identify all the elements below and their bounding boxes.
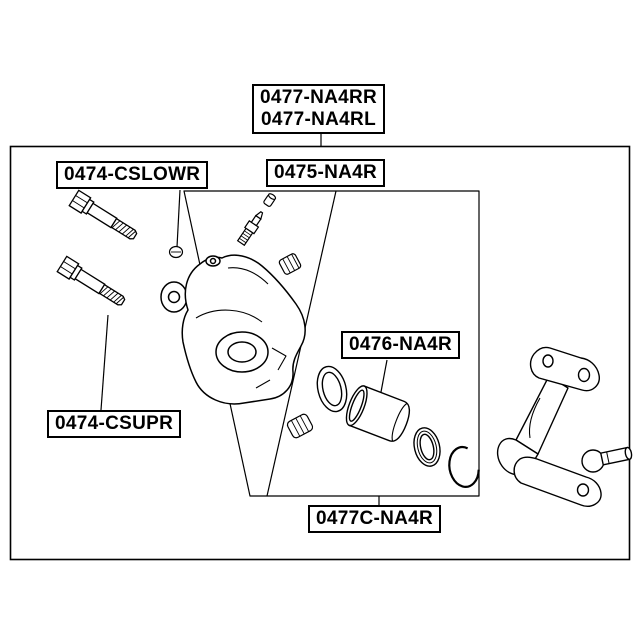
caliper-bracket-drawing [497, 346, 633, 507]
label-piston: 0476-NA4R [341, 331, 461, 359]
label-bracket-kit: 0477C-NA4R [308, 505, 442, 533]
piston-drawing [345, 385, 411, 442]
assembly-border [9, 145, 631, 561]
pin-boot-upper-drawing [278, 253, 302, 275]
slide-pin-lower-drawing [68, 189, 138, 240]
bracket-slide-pin-drawing [600, 446, 633, 466]
label-caliper-assembly-line2: 0477-NA4RL [261, 108, 376, 130]
label-slide-pin-upper: 0474-CSUPR [47, 410, 182, 438]
label-caliper-assembly-line1: 0477-NA4RR [260, 87, 378, 108]
piston-seal-ring-drawing [316, 365, 348, 413]
pin-cap-drawing [168, 245, 184, 259]
label-repair-kit: 0475-NA4R [266, 159, 386, 187]
pin-boot-lower-drawing [286, 413, 314, 439]
label-slide-pin-lower: 0474-CSLOWR [56, 161, 209, 189]
dust-boot-drawing [413, 427, 441, 467]
slide-pin-upper-drawing [56, 255, 126, 306]
leader-slide-pin-lower [176, 189, 181, 248]
leader-slide-pin-upper [100, 314, 109, 411]
brake-caliper-drawing [160, 254, 306, 405]
leader-piston [380, 359, 388, 393]
bleeder-screw-drawing [236, 211, 264, 247]
bleeder-cap-drawing [263, 193, 277, 207]
label-caliper-assembly: 0477-NA4RR 0477-NA4RL [252, 84, 386, 134]
snap-ring-drawing [448, 446, 480, 488]
